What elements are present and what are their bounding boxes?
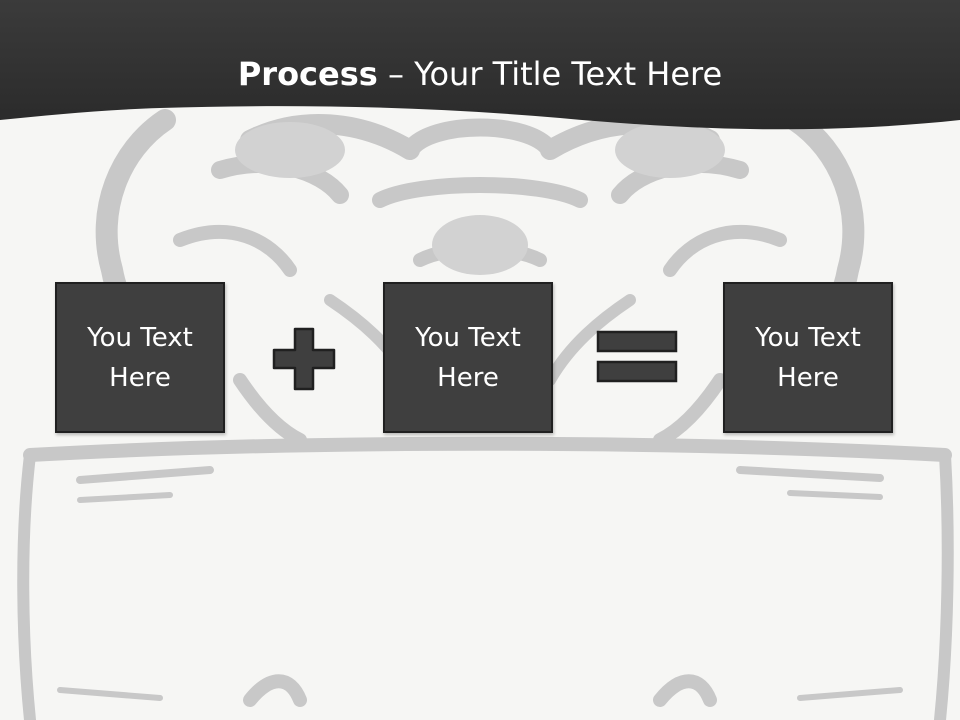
title-bold-part: Process — [237, 55, 378, 93]
process-box-1: You Text Here — [55, 282, 225, 433]
process-box-1-label: You Text Here — [87, 322, 193, 393]
process-box-3-label: You Text Here — [755, 322, 861, 393]
equals-icon — [596, 330, 678, 383]
slide-title: Process – Your Title Text Here — [0, 52, 960, 96]
plus-icon — [272, 327, 336, 391]
process-box-2: You Text Here — [383, 282, 553, 433]
header-band — [0, 0, 960, 130]
process-box-2-label: You Text Here — [415, 322, 521, 393]
title-rest-part: – Your Title Text Here — [377, 55, 723, 93]
process-box-3: You Text Here — [723, 282, 893, 433]
